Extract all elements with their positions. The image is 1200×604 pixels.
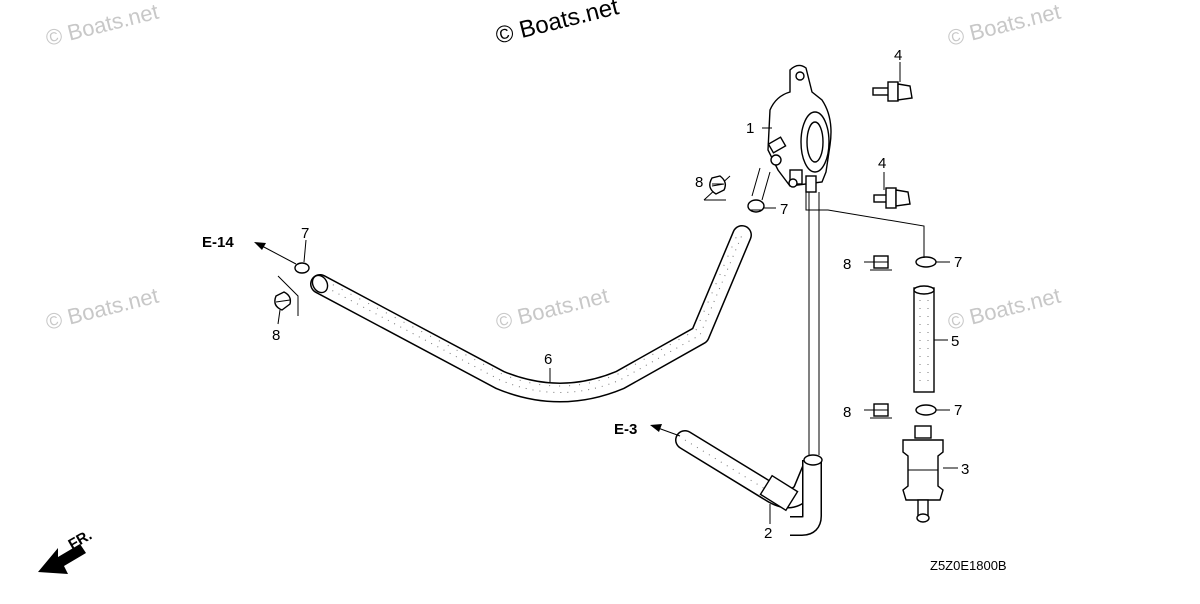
arrow-to-e3: [650, 424, 681, 437]
clip-8-pump-part[interactable]: [709, 175, 727, 195]
leader-lines: [277, 62, 958, 524]
hose-6[interactable]: [309, 225, 752, 403]
clip-8-lower-right[interactable]: [870, 403, 892, 419]
ref-e14[interactable]: E-14: [202, 234, 234, 251]
front-label: FR.: [66, 527, 95, 554]
callout-4-lower: 4: [878, 155, 886, 172]
callout-7-pump: 7: [780, 201, 788, 218]
watermark-main: © Boats.net: [493, 0, 622, 50]
assembly-bracket-line: [805, 192, 925, 258]
callout-8-left: 8: [272, 327, 280, 344]
elbow-hose-2[interactable]: [675, 430, 823, 536]
watermark-top-right: © Boats.net: [945, 0, 1063, 51]
clamp-7-pump[interactable]: [747, 199, 765, 213]
callout-5: 5: [951, 333, 959, 350]
clip-8-upper-right[interactable]: [870, 255, 892, 271]
fuel-pump-1[interactable]: [751, 64, 832, 201]
front-arrow-icon: [38, 544, 86, 574]
watermark-mid-right: © Boats.net: [945, 283, 1063, 335]
watermark-mid-left: © Boats.net: [43, 283, 161, 335]
callout-2: 2: [764, 525, 772, 542]
watermark-mid-center: © Boats.net: [493, 283, 611, 335]
callout-8-upper-right: 8: [843, 256, 851, 273]
callout-7-upper-right: 7: [954, 254, 962, 271]
callout-7-lower-right: 7: [954, 402, 962, 419]
hose-pump-to-elbow: [808, 192, 820, 455]
bolt-4-lower[interactable]: [873, 187, 911, 209]
clamp-7-left[interactable]: [294, 262, 310, 274]
callout-3: 3: [961, 461, 969, 478]
arrow-to-e14: [254, 242, 297, 265]
callout-7-left: 7: [301, 225, 309, 242]
clip-8-left[interactable]: [274, 275, 299, 316]
clamp-7-lower-right[interactable]: [915, 404, 937, 416]
fuel-filter-3[interactable]: [902, 425, 944, 523]
clamp-7-upper-right[interactable]: [915, 256, 937, 268]
watermark-top-left: © Boats.net: [43, 0, 161, 51]
callout-6: 6: [544, 351, 552, 368]
callout-4-upper: 4: [894, 47, 902, 64]
ref-e3[interactable]: E-3: [614, 421, 637, 438]
callout-1: 1: [746, 120, 754, 137]
hose-5[interactable]: [913, 285, 935, 393]
bolt-4-upper[interactable]: [872, 81, 913, 102]
callout-8-lower-right: 8: [843, 404, 851, 421]
callout-8-pump: 8: [695, 174, 703, 191]
diagram-code: Z5Z0E1800B: [930, 558, 1007, 573]
